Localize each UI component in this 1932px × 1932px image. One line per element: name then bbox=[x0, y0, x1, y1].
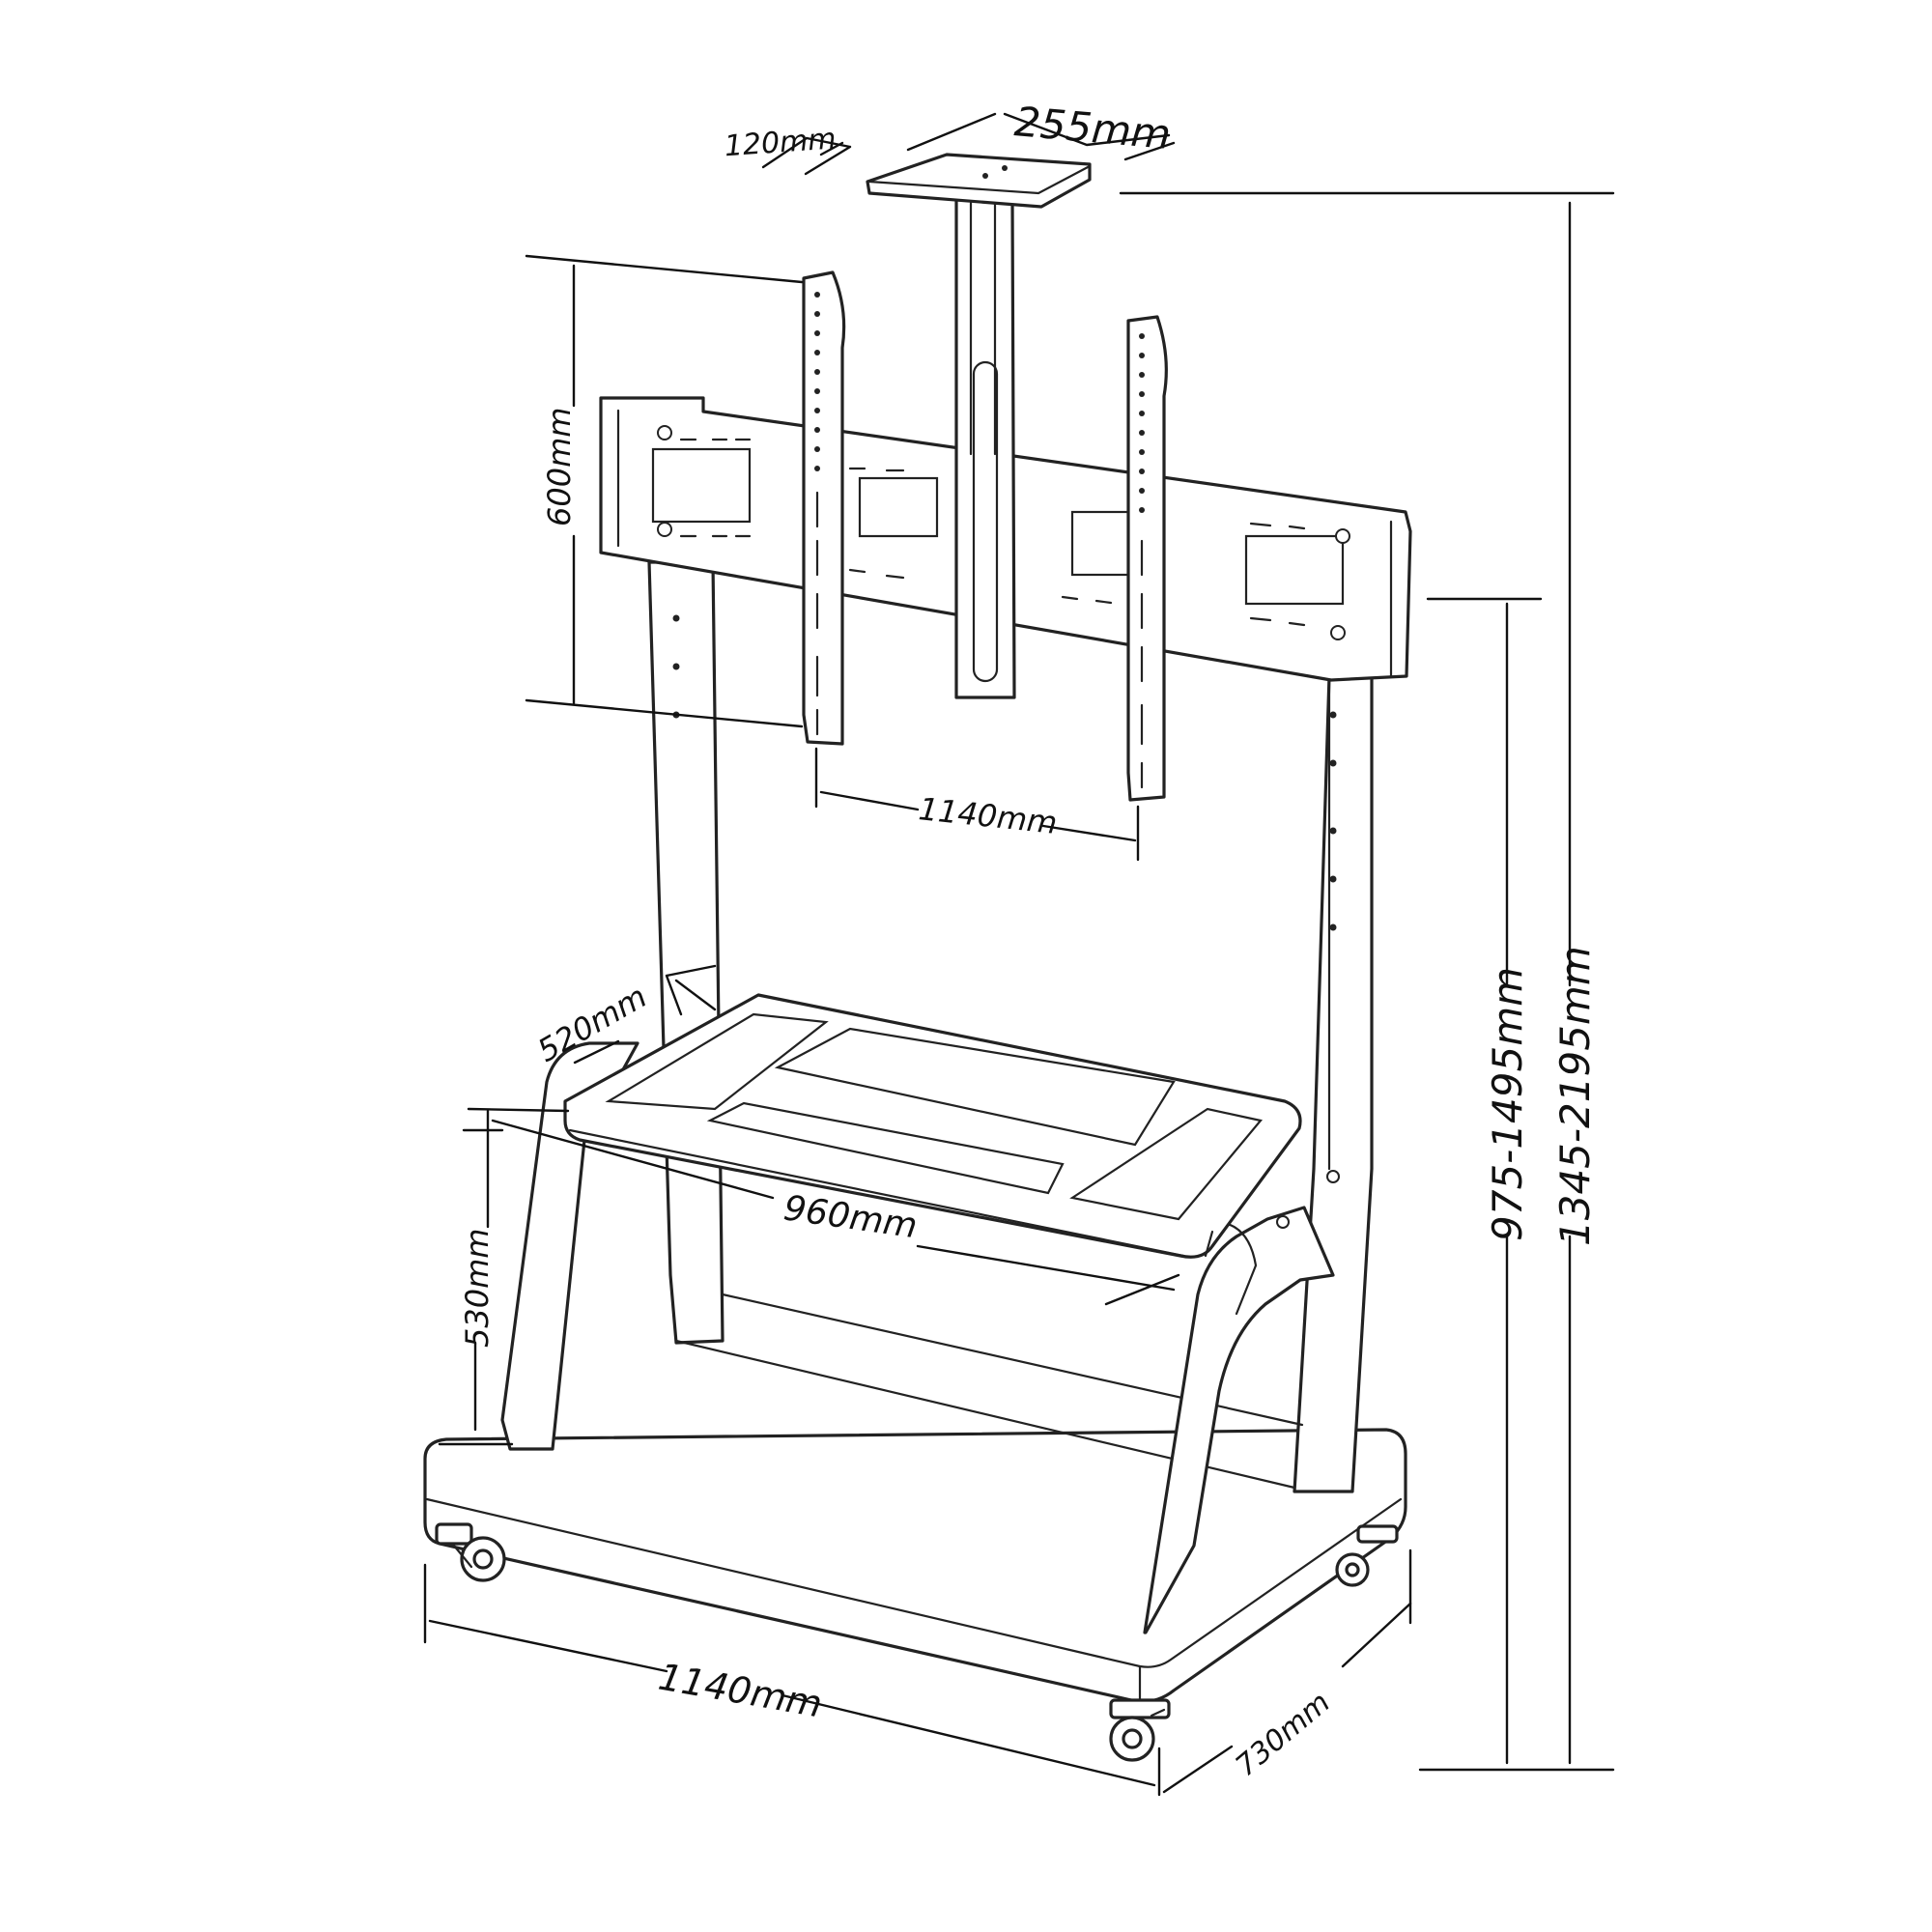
caster-wheel-back-right bbox=[1335, 1524, 1399, 1587]
total-height-range-label: 1345-2195mm bbox=[1551, 946, 1599, 1246]
caster-wheel-front-right bbox=[1109, 1698, 1171, 1762]
top-plate-width-label: 255mm bbox=[1012, 98, 1173, 158]
shelf-cutout-front bbox=[706, 1101, 1065, 1195]
middle-shelf bbox=[563, 993, 1302, 1259]
base-platform bbox=[423, 1428, 1407, 1704]
shelf-cutout-center bbox=[774, 1027, 1176, 1147]
mount-height-range-label: 975-1495mm bbox=[1484, 967, 1531, 1241]
right-vesa-bracket bbox=[1126, 315, 1168, 802]
shelf-cutout-right bbox=[1069, 1107, 1264, 1221]
rear-right-upright bbox=[1293, 674, 1374, 1493]
center-pole bbox=[954, 196, 1016, 699]
vesa-height-label: 600mm bbox=[541, 408, 578, 526]
caster-wheel-front-left bbox=[435, 1522, 506, 1582]
front-left-leg bbox=[500, 1041, 639, 1451]
bracket-spacing-label: 1140mm bbox=[917, 790, 1059, 841]
shelf-cutout-left bbox=[605, 1012, 829, 1111]
shelf-height-label: 530mm bbox=[459, 1229, 496, 1348]
dimension-lines bbox=[423, 112, 1615, 1797]
base-depth-label: 730mm bbox=[1230, 1686, 1337, 1783]
camera-top-plate bbox=[866, 153, 1092, 209]
base-width-label: 1140mm bbox=[655, 1656, 825, 1726]
left-vesa-bracket bbox=[802, 270, 846, 746]
top-plate-depth-label: 120mm bbox=[724, 122, 838, 163]
rear-left-upright bbox=[647, 560, 724, 1345]
